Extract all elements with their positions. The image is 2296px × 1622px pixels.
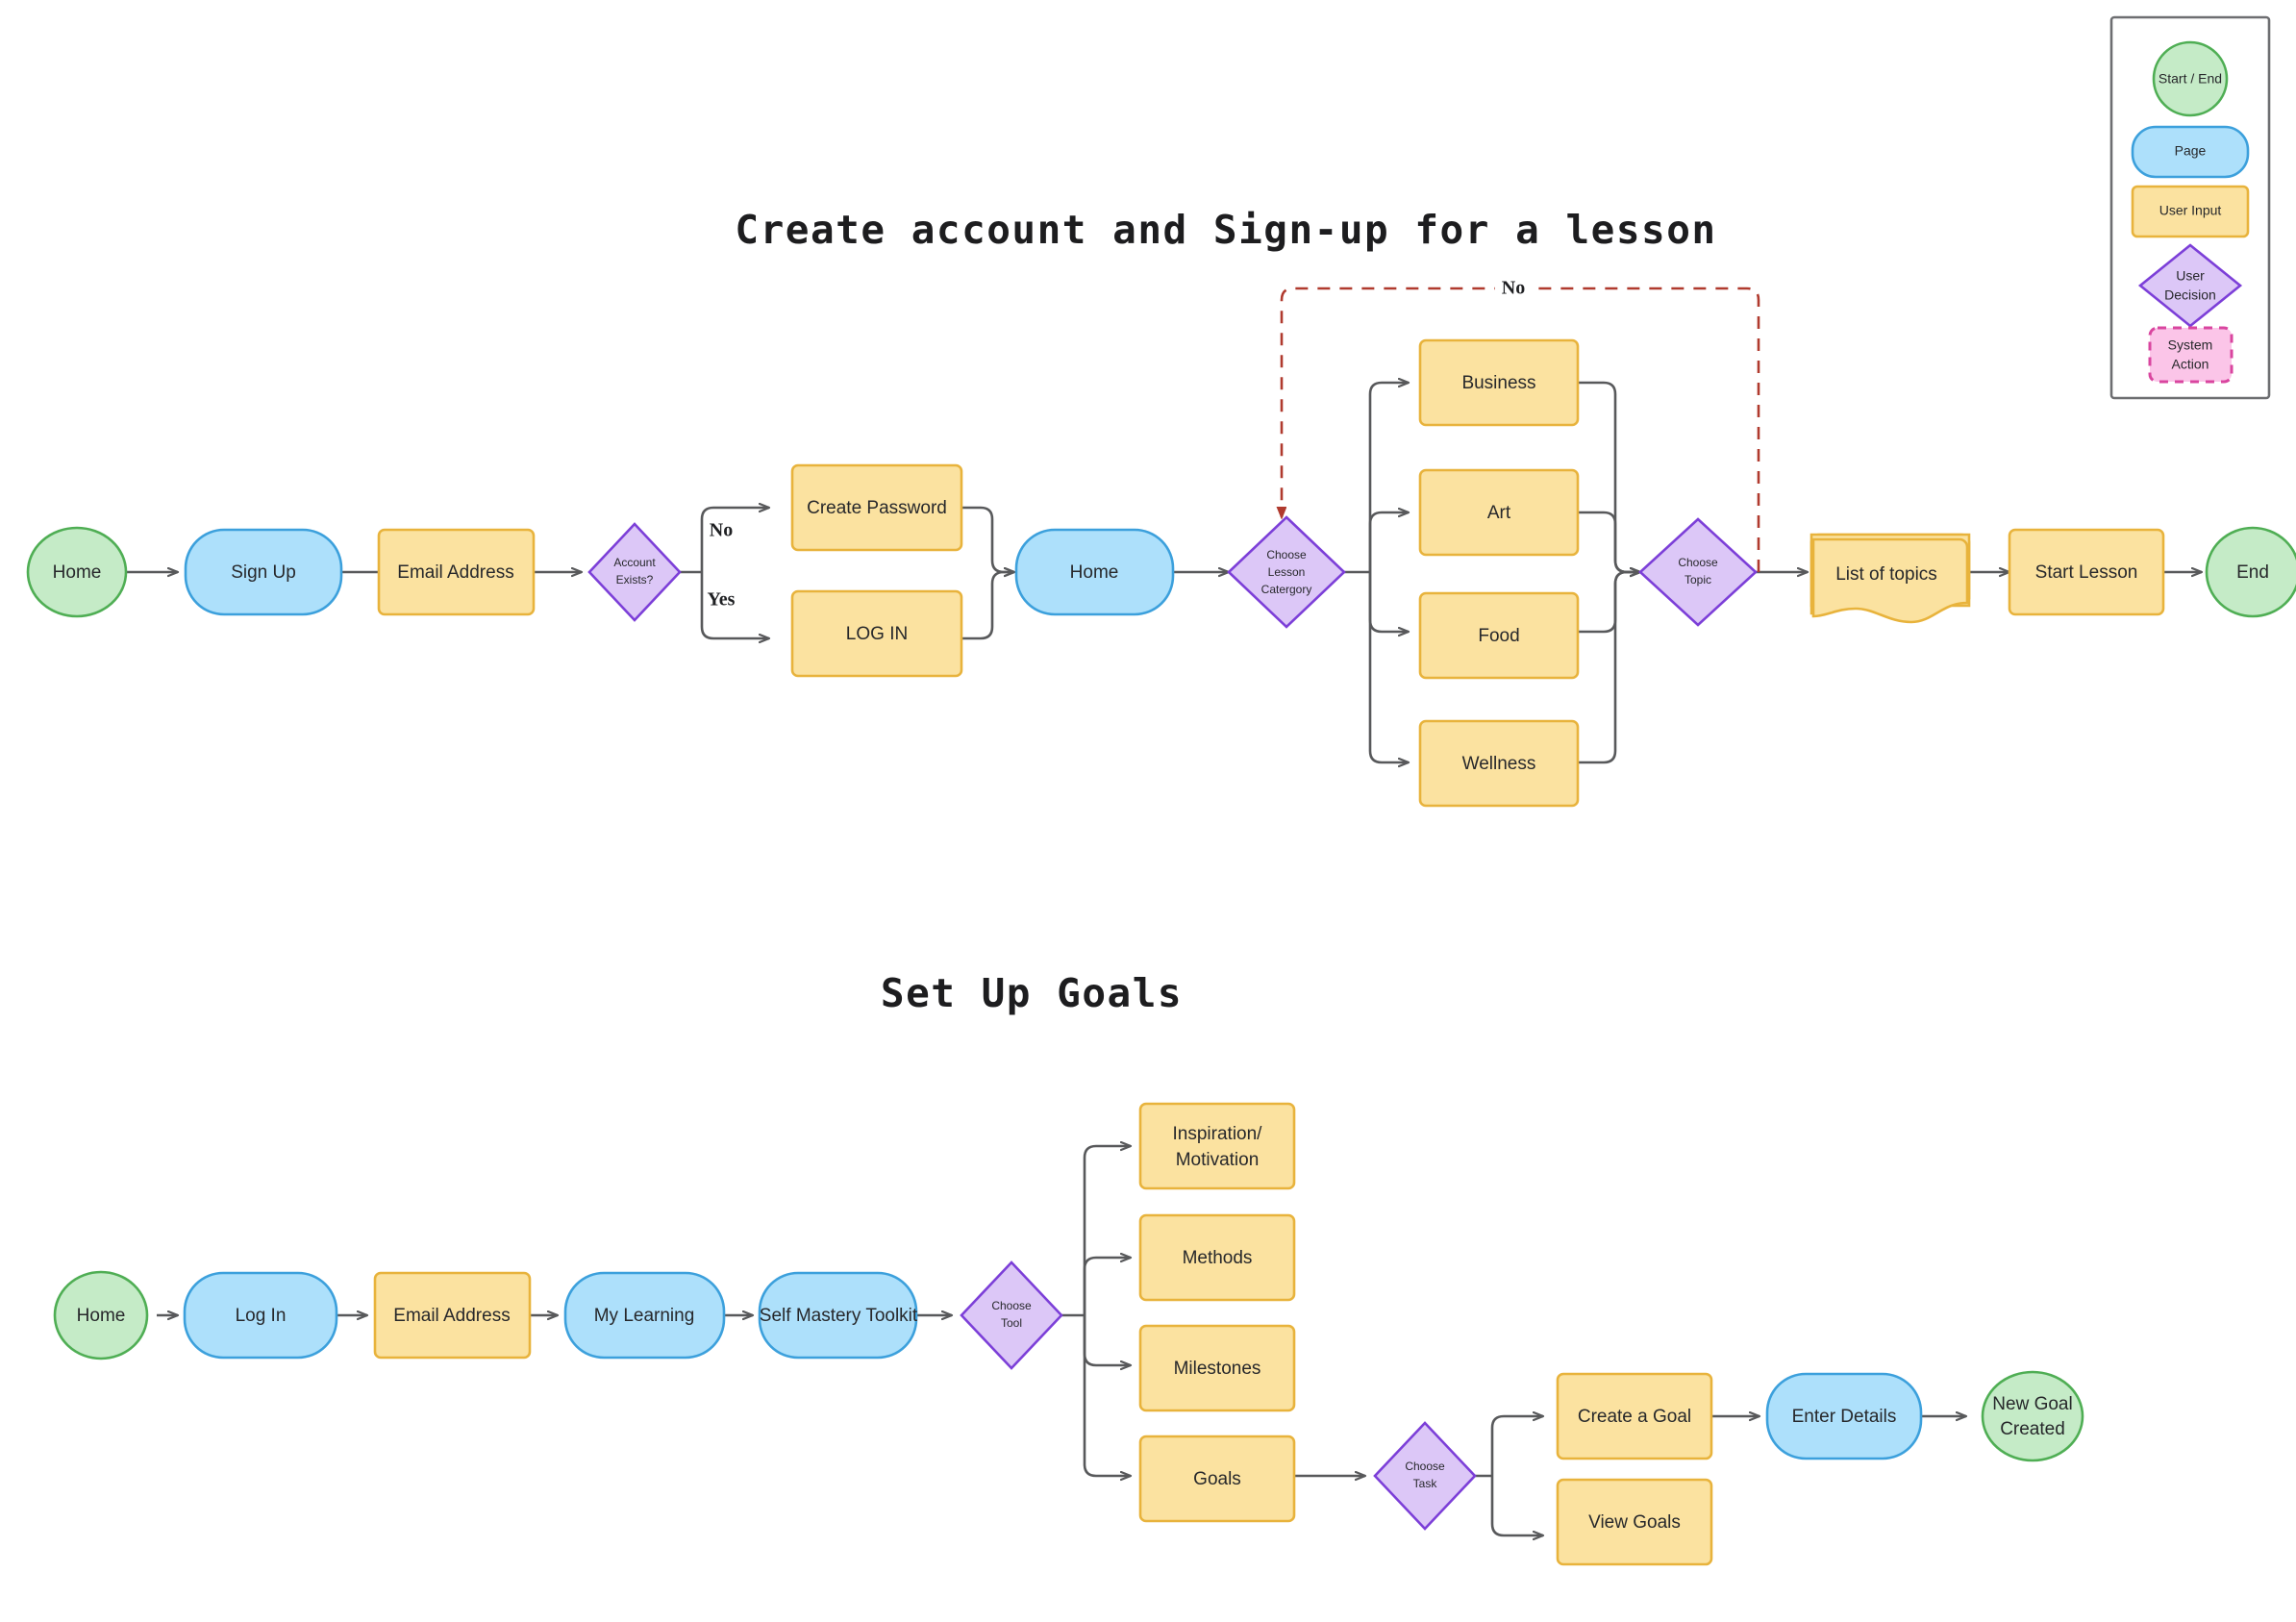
node-s1-home2[interactable]: Home xyxy=(1014,528,1175,616)
branch-label-yes: Yes xyxy=(708,589,736,611)
node-label-line1: New Goal xyxy=(1992,1394,2072,1414)
legend-label-line2: Action xyxy=(2172,357,2209,372)
node-s2-login[interactable]: Log In xyxy=(183,1271,338,1360)
node-label-line2: Lesson xyxy=(1268,565,1306,579)
node-label: Goals xyxy=(1193,1469,1241,1489)
node-label: Email Address xyxy=(397,562,513,583)
node-label: End xyxy=(2236,562,2269,583)
node-label-line1: Account xyxy=(613,556,656,569)
node-label-line2: Topic xyxy=(1685,573,1711,586)
node-label-line3: Catergory xyxy=(1261,583,1312,596)
node-s1-email[interactable]: Email Address xyxy=(377,528,536,616)
node-label: Milestones xyxy=(1174,1359,1261,1379)
legend-item-user-decision: User Decision xyxy=(2137,243,2243,328)
node-s2-self-mastery-toolkit[interactable]: Self Mastery Toolkit xyxy=(758,1271,918,1360)
node-s1-home[interactable]: Home xyxy=(26,526,128,618)
section-title-signup: Create account and Sign-up for a lesson xyxy=(735,207,1716,253)
section-title-goals: Set Up Goals xyxy=(881,970,1183,1016)
node-label: Business xyxy=(1461,373,1535,393)
node-s2-methods[interactable]: Methods xyxy=(1138,1213,1296,1302)
node-label: Log In xyxy=(236,1306,287,1326)
node-s2-home[interactable]: Home xyxy=(53,1270,149,1360)
node-label: Food xyxy=(1478,626,1519,646)
node-label: Create Password xyxy=(807,498,947,518)
node-label: My Learning xyxy=(594,1306,695,1326)
node-s1-art[interactable]: Art xyxy=(1418,468,1580,557)
node-s2-enter-details[interactable]: Enter Details xyxy=(1765,1372,1923,1460)
legend-label-line2: Decision xyxy=(2164,287,2216,303)
node-s2-choose-task-decision[interactable]: Choose Task xyxy=(1373,1421,1477,1531)
node-label: Home xyxy=(1070,562,1119,583)
legend-label: User Input xyxy=(2159,203,2222,218)
legend-item-page: Page xyxy=(2131,125,2250,179)
node-s1-login[interactable]: LOG IN xyxy=(790,589,963,678)
legend-label-line1: User xyxy=(2176,268,2205,284)
node-label: Sign Up xyxy=(231,562,296,583)
node-s2-email[interactable]: Email Address xyxy=(373,1271,532,1360)
node-label: List of topics xyxy=(1835,564,1937,585)
node-s1-food[interactable]: Food xyxy=(1418,591,1580,680)
node-s1-choose-topic-decision[interactable]: Choose Topic xyxy=(1638,517,1758,627)
node-s2-view-goals[interactable]: View Goals xyxy=(1556,1478,1713,1566)
legend-label: Start / End xyxy=(2159,71,2222,87)
node-s2-create-a-goal[interactable]: Create a Goal xyxy=(1556,1372,1713,1460)
node-s1-account-exists-decision[interactable]: Account Exists? xyxy=(587,522,682,622)
node-s2-inspiration-motivation[interactable]: Inspiration/ Motivation xyxy=(1138,1102,1296,1190)
node-label: Enter Details xyxy=(1792,1407,1897,1427)
node-label-line2: Exists? xyxy=(616,573,654,586)
loopback-no-label: No xyxy=(1502,278,1525,299)
node-label-line2: Tool xyxy=(1001,1316,1022,1330)
node-s1-wellness[interactable]: Wellness xyxy=(1418,719,1580,808)
node-label: Art xyxy=(1487,503,1511,523)
legend-label-line1: System xyxy=(2168,337,2213,353)
node-label: Self Mastery Toolkit xyxy=(760,1306,918,1326)
node-s1-business[interactable]: Business xyxy=(1418,338,1580,427)
node-label-line1: Choose xyxy=(1266,548,1307,561)
node-s2-goals[interactable]: Goals xyxy=(1138,1435,1296,1523)
node-s2-my-learning[interactable]: My Learning xyxy=(563,1271,726,1360)
node-s1-list-of-topics[interactable]: List of topics xyxy=(1809,533,1971,624)
node-label-line1: Choose xyxy=(1678,556,1718,569)
node-label-line1: Choose xyxy=(991,1299,1032,1312)
node-label-line1: Choose xyxy=(1405,1460,1445,1473)
node-label: LOG IN xyxy=(846,624,908,644)
legend-item-user-input: User Input xyxy=(2131,185,2250,238)
node-s1-end[interactable]: End xyxy=(2205,526,2296,618)
node-s2-new-goal-created[interactable]: New Goal Created xyxy=(1981,1370,2084,1462)
node-label: Wellness xyxy=(1462,754,1536,774)
node-s2-choose-tool-decision[interactable]: Choose Tool xyxy=(960,1260,1063,1370)
node-label: Home xyxy=(53,562,102,583)
node-s1-create-password[interactable]: Create Password xyxy=(790,463,963,552)
node-s1-signup[interactable]: Sign Up xyxy=(184,528,343,616)
node-label: Methods xyxy=(1183,1248,1253,1268)
node-s1-start-lesson[interactable]: Start Lesson xyxy=(2008,528,2165,616)
legend-item-system-action: System Action xyxy=(2148,326,2234,384)
node-label-line2: Task xyxy=(1413,1477,1438,1490)
legend-item-start-end: Start / End xyxy=(2152,40,2229,117)
node-s2-milestones[interactable]: Milestones xyxy=(1138,1324,1296,1412)
node-label: Start Lesson xyxy=(2035,562,2138,583)
node-label: Create a Goal xyxy=(1578,1407,1691,1427)
loopback-no-edge: No xyxy=(1282,274,1760,572)
node-label: Home xyxy=(77,1306,126,1326)
node-label: Email Address xyxy=(393,1306,510,1326)
node-label-line2: Created xyxy=(2000,1419,2065,1439)
branch-label-no: No xyxy=(710,520,733,541)
node-label-line2: Motivation xyxy=(1176,1150,1260,1170)
node-s1-choose-lesson-category-decision[interactable]: Choose Lesson Catergory xyxy=(1227,515,1346,629)
node-label: View Goals xyxy=(1588,1512,1681,1533)
legend-label: Page xyxy=(2175,143,2207,159)
legend-panel: Start / End Page User Input User Decisio… xyxy=(2109,15,2271,400)
signup-edges xyxy=(126,383,2202,762)
node-label-line1: Inspiration/ xyxy=(1173,1124,1263,1144)
